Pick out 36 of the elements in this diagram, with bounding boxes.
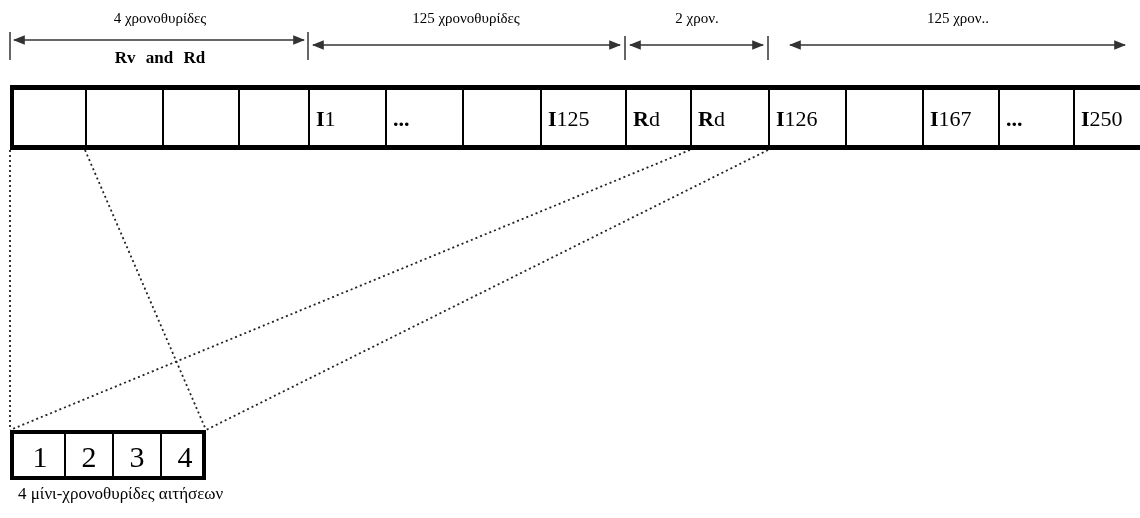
slot-cell [540,85,625,150]
slot-cell [10,85,85,150]
slot-cell [308,85,385,150]
slot-cell [85,85,162,150]
span-label: Rv and Rd [114,48,206,68]
slot-label: I167 [930,106,972,132]
slot-label: Rd [633,106,660,132]
slot-label: ... [1006,106,1023,132]
slot-cell [162,85,238,150]
slot-cell [768,85,845,150]
dimension-label: 125 χρον.. [926,10,990,27]
slot-label: I250 [1081,106,1123,132]
slot-cell [462,85,540,150]
mini-slot-number: 3 [129,440,145,474]
mini-slot-number: 1 [32,440,48,474]
slot-cell [998,85,1073,150]
slot-label: ... [393,106,410,132]
slot-label: Rd [698,106,725,132]
slot-cell [845,85,922,150]
slot-cell [385,85,462,150]
dimension-label: 4 χρονοθυρίδες [113,10,207,27]
slot-cell [1073,85,1140,150]
slot-cell [922,85,998,150]
projection-line [205,149,769,431]
slot-label: I1 [316,106,336,132]
dimension-label: 125 χρονοθυρίδες [412,10,520,27]
slot-label: I126 [776,106,818,132]
slot-cell [690,85,768,150]
mini-slot-frame [10,430,206,480]
slot-cell [238,85,308,150]
mini-slot-number: 4 [177,440,193,474]
mini-slot-number: 2 [81,440,97,474]
slot-cell [625,85,690,150]
node-label: 4 μίνι-χρονοθυρίδες αιτήσεων [18,484,224,504]
dimension-label: 2 χρον. [675,10,719,27]
slot-label: I125 [548,106,590,132]
